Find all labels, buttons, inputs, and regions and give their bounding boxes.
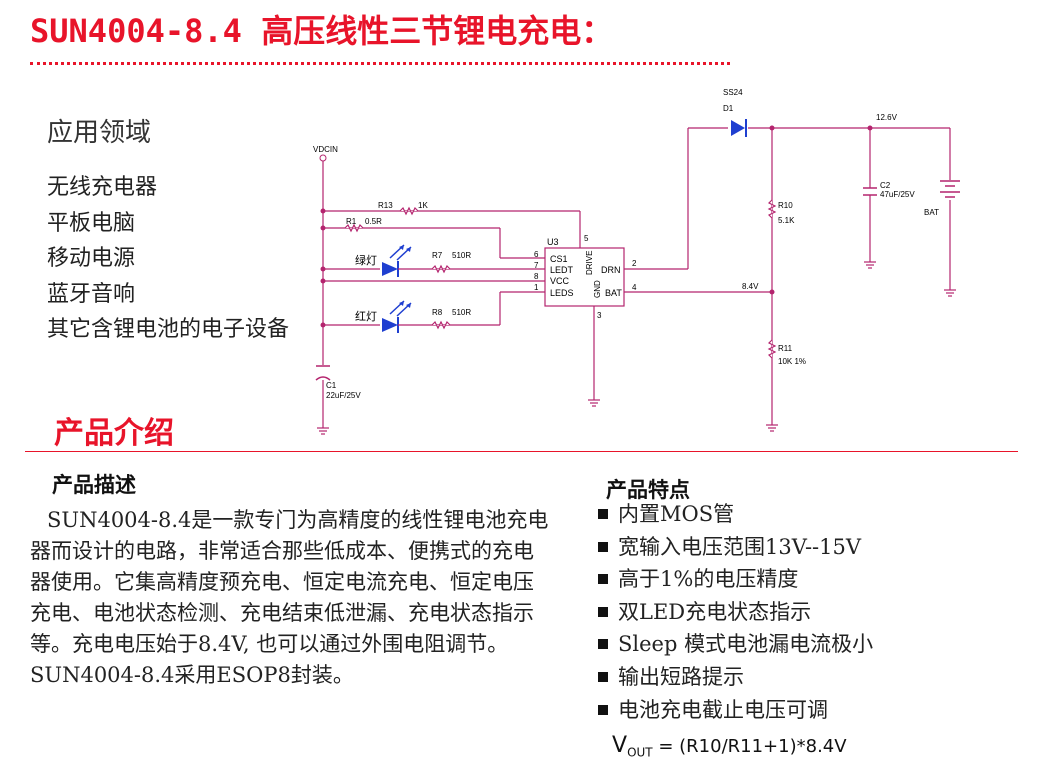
r7-resistor-icon [431,264,451,274]
bullet-icon [598,639,608,650]
pin-ledt: LEDT [550,265,574,275]
label-r10-value: 5.1K [778,216,795,225]
r8-resistor-icon [431,320,451,330]
description-text: SUN4004-8.4是一款专门为高精度的线性锂电池充电器而设计的电路，非常适合… [30,508,549,687]
applications-list: 无线充电器 平板电脑 移动电源 蓝牙音响 其它含锂电池的电子设备 [47,170,289,348]
green-led-icon [382,244,420,277]
features-list: 内置MOS管 宽输入电压范围13V--15V 高于1%的电压精度 双LED充电状… [598,498,873,726]
feature-item: 双LED充电状态指示 [598,596,873,629]
label-r1-value: 0.5R [365,217,382,226]
label-r11: R11 [778,344,793,353]
label-c1-value: 22uF/25V [326,391,361,400]
label-r11-value: 10K 1% [778,357,806,366]
application-item: 平板电脑 [47,210,136,236]
label-green-led: 绿灯 [355,253,377,267]
features-heading: 产品特点 [606,477,690,502]
label-bat: BAT [924,208,939,217]
applications-heading: 应用领域 [47,118,152,148]
pin-num-1: 1 [534,283,539,292]
circuit-schematic: VDCIN R13 1K R1 0.5R R7 510R R8 510R R10… [313,88,960,435]
pin-num-8: 8 [534,272,539,281]
label-r10: R10 [778,201,793,210]
ground-icon [766,424,778,432]
pin-num-4: 4 [632,283,637,292]
ground-icon [317,427,329,435]
bullet-icon [598,541,608,552]
title-dotted-divider [30,62,730,65]
pin-num-5: 5 [584,234,589,243]
label-r13-value: 1K [418,201,428,210]
bullet-icon [598,606,608,617]
pin-num-6: 6 [534,250,539,259]
r11-resistor-icon [767,339,777,359]
c2-capacitor-icon [863,187,877,196]
bullet-icon [598,509,608,519]
label-vdcin: VDCIN [313,145,338,154]
pin-num-7: 7 [534,261,539,270]
label-r7-value: 510R [452,251,471,260]
r13-resistor-icon [399,206,419,216]
feature-item: 电池充电截止电压可调 [598,694,873,727]
label-12-6v: 12.6V [876,113,898,122]
label-c1: C1 [326,381,337,390]
ground-icon [588,399,600,407]
c1-capacitor-icon [315,365,331,381]
bullet-icon [598,671,608,682]
intro-heading: 产品介绍 [54,416,174,451]
r10-resistor-icon [767,199,777,219]
label-r13: R13 [378,201,393,210]
feature-item: 宽输入电压范围13V--15V [598,531,873,564]
label-red-led: 红灯 [355,310,377,323]
ground-icon [864,261,876,269]
d1-diode-icon [731,119,747,137]
application-item: 其它含锂电池的电子设备 [47,317,290,342]
section-divider [25,451,1018,452]
red-led-icon [382,300,420,333]
pin-vcc: VCC [550,276,570,286]
pin-cs1: CS1 [550,254,568,264]
pin-drn: DRN [601,265,621,275]
pin-drive: DRIVE [585,251,594,275]
feature-item: 输出短路提示 [598,661,873,694]
label-r8: R8 [432,308,443,317]
feature-item: Sleep 模式电池漏电流极小 [598,628,873,661]
vdcin-terminal-icon [319,154,327,162]
bullet-icon [598,574,608,585]
pin-num-3: 3 [597,311,602,320]
pin-bat: BAT [605,288,622,298]
label-d1: D1 [723,104,734,113]
page-title: SUN4004-8.4 高压线性三节锂电充电： [30,12,614,50]
label-r8-value: 510R [452,308,471,317]
bullet-icon [598,704,608,715]
r1-resistor-icon [344,223,364,233]
battery-icon [940,180,960,198]
application-item: 无线充电器 [47,175,158,200]
ground-icon [944,289,956,297]
vout-formula: VOUT = (R10/R11+1)*8.4V [612,733,847,760]
label-r1: R1 [346,217,357,226]
feature-item: 高于1%的电压精度 [598,563,873,596]
label-u3: U3 [547,237,559,247]
label-8-4v: 8.4V [742,282,759,291]
pin-num-2: 2 [632,259,637,268]
feature-item: 内置MOS管 [598,498,873,531]
label-c2: C2 [880,181,891,190]
u3-chip [544,247,625,307]
application-item: 蓝牙音响 [47,281,136,307]
description-heading: 产品描述 [52,472,136,497]
application-item: 移动电源 [47,246,136,271]
pin-leds: LEDS [550,288,574,298]
label-r7: R7 [432,251,443,260]
label-ss24: SS24 [723,88,743,97]
pin-gnd: GND [593,280,602,298]
label-c2-value: 47uF/25V [880,190,915,199]
